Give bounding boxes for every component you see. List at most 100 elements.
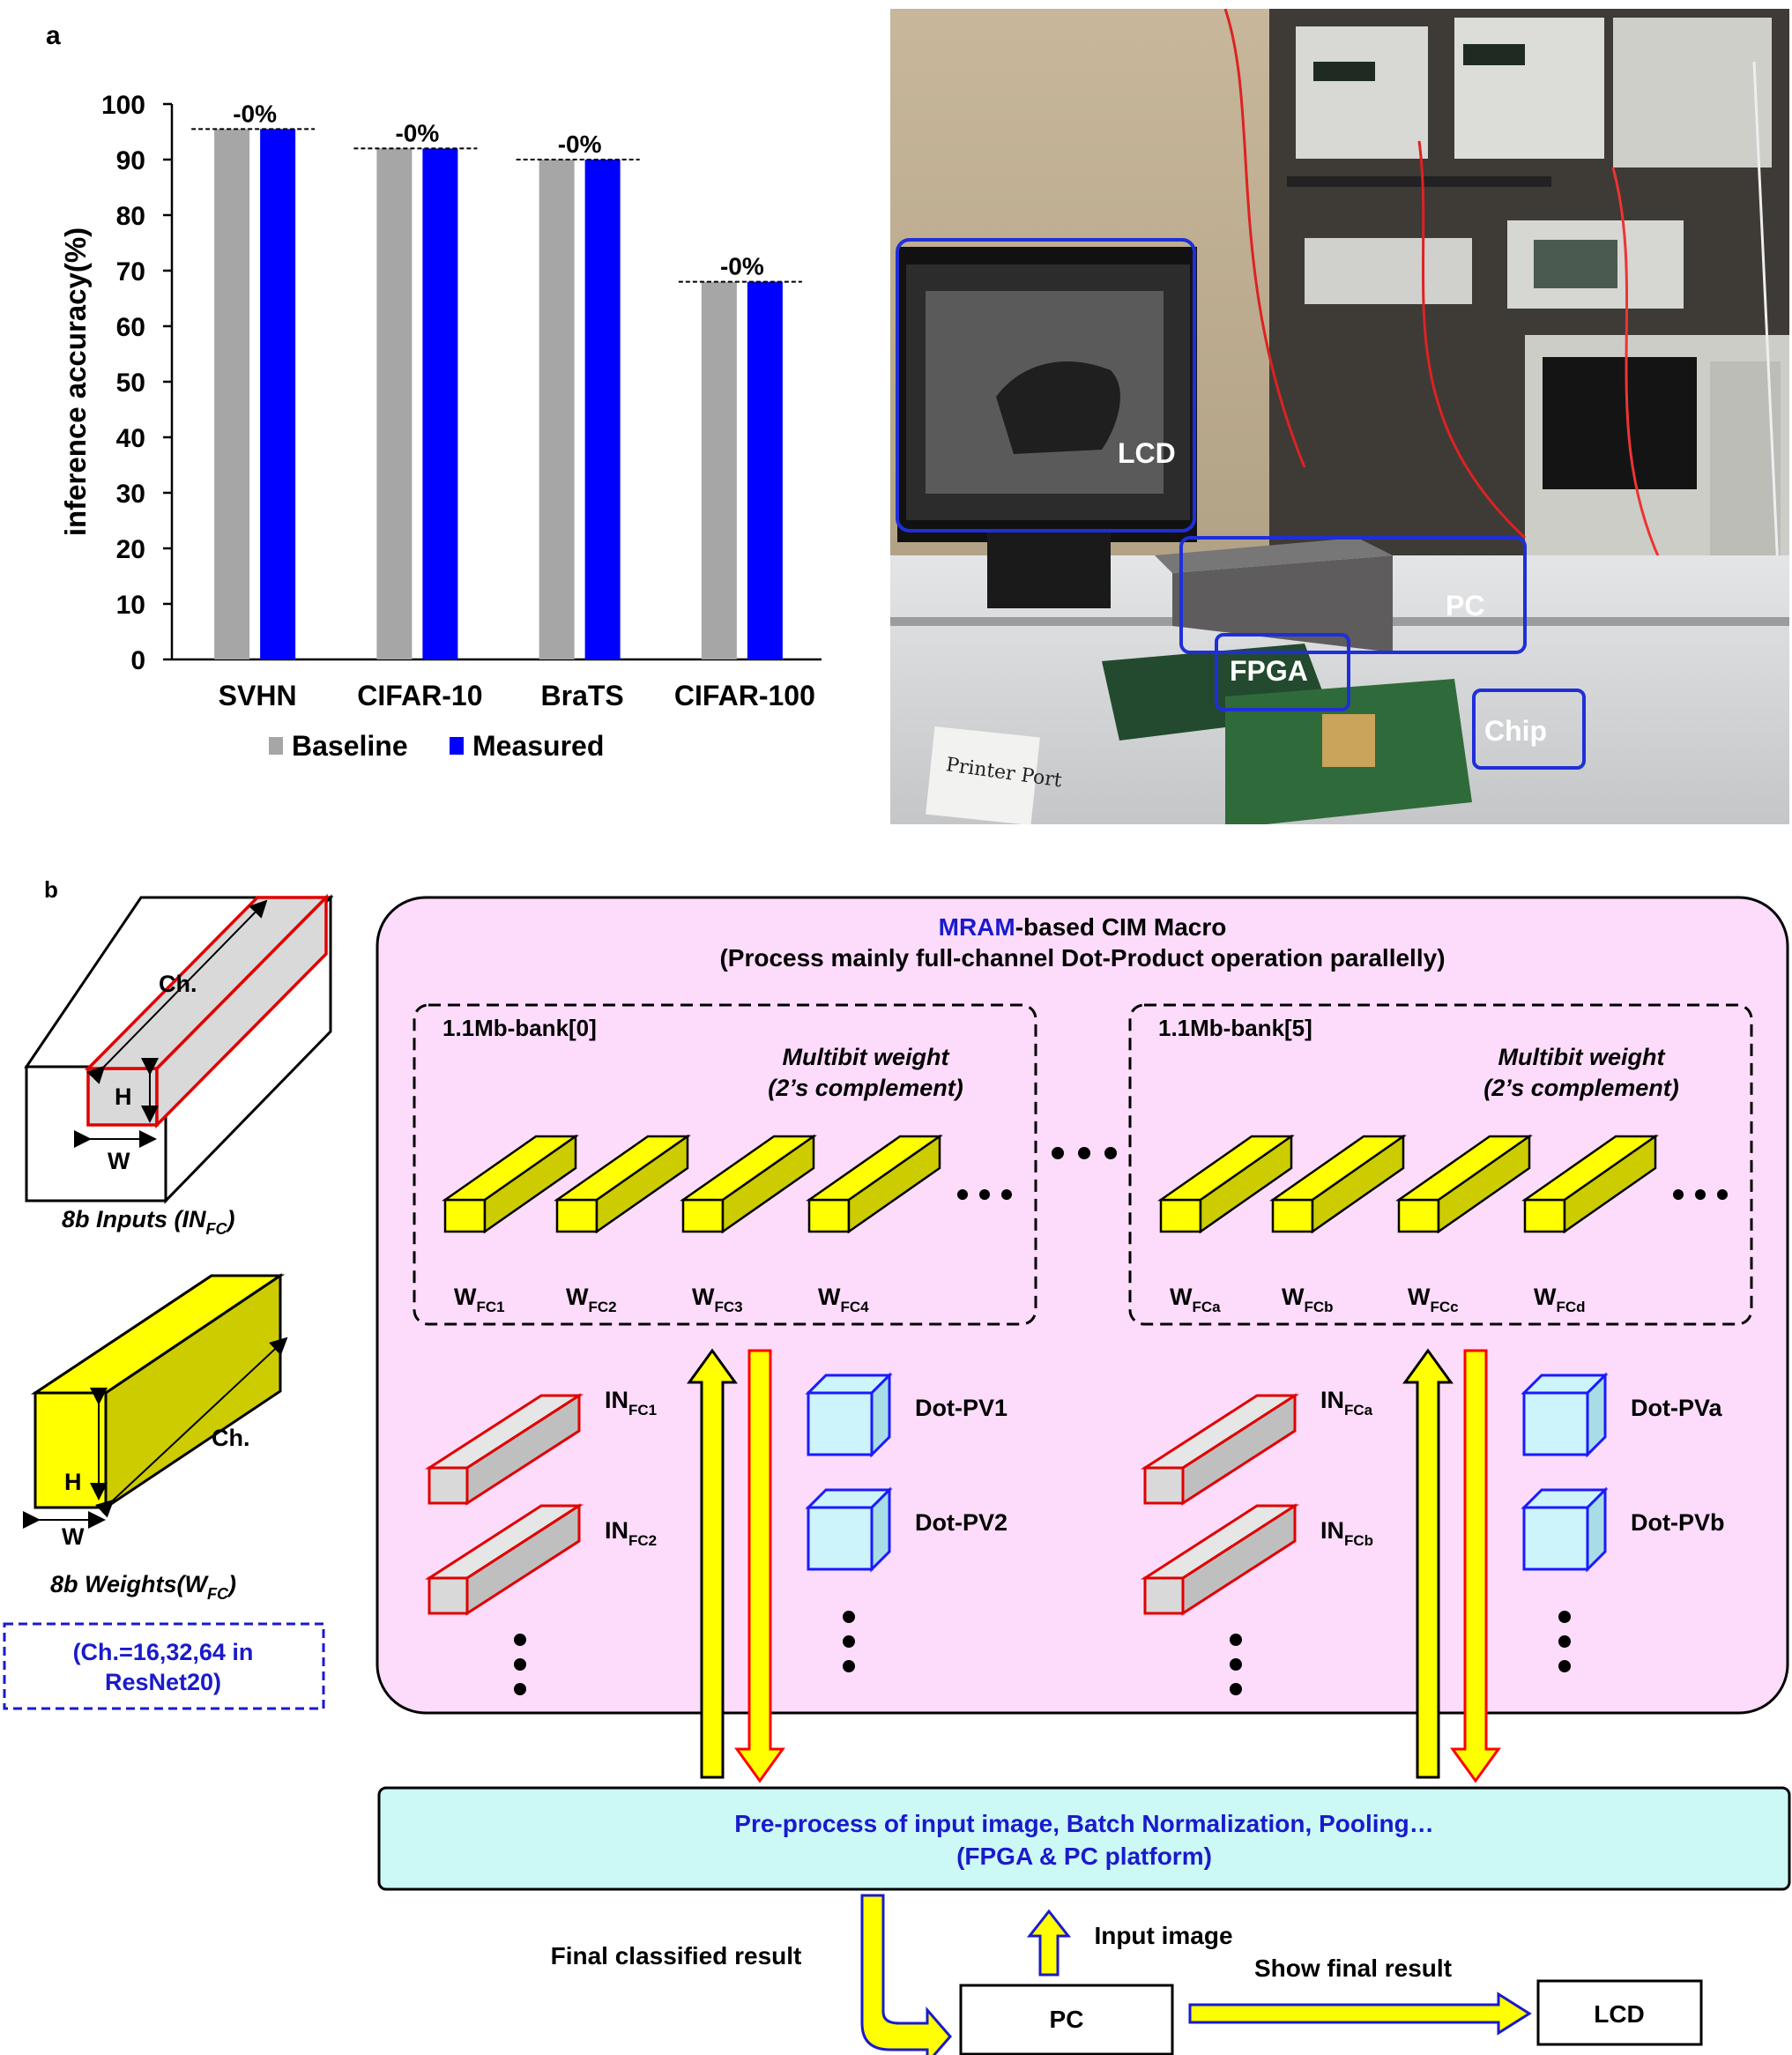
bank-0: 1.1Mb-bank[0] Multibit weight (2’s complem… [413,1003,1037,1783]
inputs-more-dot [514,1683,526,1695]
lcd-box-label: LCD [1594,2000,1645,2028]
bottom-flow: PC LCD Final classified result Input ima… [551,1894,1703,2055]
inputs-more-dot [514,1658,526,1671]
weight-bar-FCb [1269,1134,1407,1234]
weight-bar-FCc [1395,1134,1533,1234]
pc-photo-label: PC [1446,590,1484,622]
resnet-note-box [3,1622,325,1710]
show-result-label: Show final result [1254,1954,1452,1982]
dots-more-dot [1558,1611,1571,1623]
x-category-label: SVHN [219,680,297,711]
y-tick-label: 10 [116,591,145,620]
input-image-label: Input image [1094,1922,1232,1949]
bar-baseline-3 [701,281,737,659]
macro-title: MRAM-based CIM Macro [939,913,1227,941]
weight-w-label: W [62,1523,85,1550]
upload-arrow [687,1348,738,1779]
resnet-note-line1: (Ch.=16,32,64 in [73,1639,254,1665]
bank-name: 1.1Mb-bank[0] [442,1015,597,1041]
dots-more-dot [843,1635,855,1648]
legend-label-baseline: Baseline [292,730,408,762]
test-setup-photo: Printer Port LCD PC FPGA Chip [890,9,1789,824]
diff-label: -0% [558,130,602,158]
input-tensor-diagram: Ch. H W 8b Inputs (INFC) [24,893,334,1238]
weight-label: WFCd [1534,1284,1586,1315]
bank-dashed-box [413,1003,1037,1326]
input-label: INFCa [1320,1387,1373,1418]
panel-b-label: b [44,876,58,903]
y-tick-label: 60 [116,313,145,342]
weight-label: WFC2 [566,1284,617,1315]
weight-bar-FC4 [806,1134,943,1234]
x-category-label: CIFAR-100 [674,680,815,711]
legend-swatch-measured [450,737,464,755]
y-tick-label: 100 [101,91,145,120]
dot-product-cube-0 [1521,1372,1609,1458]
dots-more-dot [843,1660,855,1672]
x-category-label: BraTS [541,680,624,711]
chip-highlight-box [1472,689,1586,770]
dot-product-cube-1 [1521,1486,1609,1573]
weight-label: WFC1 [454,1284,505,1315]
input-bar-FC2 [424,1503,584,1616]
pc-box-label: PC [1050,2006,1084,2033]
pc-box [959,1984,1174,2055]
y-tick-label: 80 [116,202,145,231]
input-h-label: H [115,1083,132,1110]
y-axis-label: inference accuracy(%) [59,227,92,536]
multibit-weight-subtitle: (2’s complement) [768,1075,963,1101]
weight-ch-label: Ch. [212,1425,250,1451]
weight-bar-FC3 [680,1134,817,1234]
inputs-caption: 8b Inputs (INFC) [62,1206,235,1238]
pc-highlight-box [1179,536,1527,654]
y-tick-label: 90 [116,146,145,175]
fpga-photo-label: FPGA [1230,655,1308,687]
bank-ellipsis [1052,1147,1117,1159]
dots-more-dot [1558,1635,1571,1648]
show-result-arrow [1188,1992,1532,2036]
input-bar-FCa [1140,1393,1300,1506]
chip-photo-label: Chip [1484,715,1547,747]
lcd-photo-label: LCD [1118,437,1176,469]
resnet-note-line2: ResNet20) [105,1669,221,1695]
preprocess-box [377,1786,1791,1891]
legend-label-measured: Measured [472,730,604,762]
diff-label: -0% [233,100,277,127]
dots-more-dot [1558,1660,1571,1672]
weight-bar-FC2 [554,1134,691,1234]
dot-pv-label: Dot-PV1 [915,1395,1008,1421]
input-label: INFCb [1320,1517,1373,1549]
input-w-label: W [108,1148,130,1174]
input-label: INFC2 [605,1517,657,1549]
input-bar-FCb [1140,1503,1300,1616]
inputs-more-dot [1230,1683,1242,1695]
preprocess-line1: Pre-process of input image, Batch Normal… [734,1810,1433,1837]
y-tick-label: 0 [130,646,145,675]
y-tick-label: 20 [116,535,145,564]
dots-more-dot [843,1611,855,1623]
weight-label: WFCa [1170,1284,1221,1315]
bar-measured-0 [260,129,296,660]
input-label: INFC1 [605,1387,657,1418]
panel-a-label: a [46,21,61,50]
multibit-weight-subtitle: (2’s complement) [1483,1075,1679,1101]
dot-pv-label: Dot-PVb [1631,1509,1724,1536]
inputs-more-dot [514,1634,526,1646]
download-arrow [734,1349,785,1783]
bar-baseline-0 [214,129,250,660]
x-category-label: CIFAR-10 [357,680,482,711]
weight-label: WFC4 [818,1284,869,1315]
diff-label: -0% [395,119,439,146]
diff-label: -0% [720,253,764,280]
bank-more-dot [1001,1189,1012,1200]
bank-more-dot [1717,1189,1728,1200]
bar-baseline-1 [376,148,413,659]
input-image-arrow [1026,1909,1072,1977]
macro-subtitle: (Process mainly full-channel Dot-Product… [719,944,1445,972]
multibit-weight-title: Multibit weight [783,1044,950,1070]
bank-1: 1.1Mb-bank[5]Multibit weight(2’s complem… [1128,1003,1753,1783]
dot-pv-label: Dot-PV2 [915,1509,1008,1536]
weights-caption: 8b Weights(WFC) [50,1571,236,1603]
weight-label: WFCc [1408,1284,1459,1315]
inputs-more-dot [1230,1634,1242,1646]
